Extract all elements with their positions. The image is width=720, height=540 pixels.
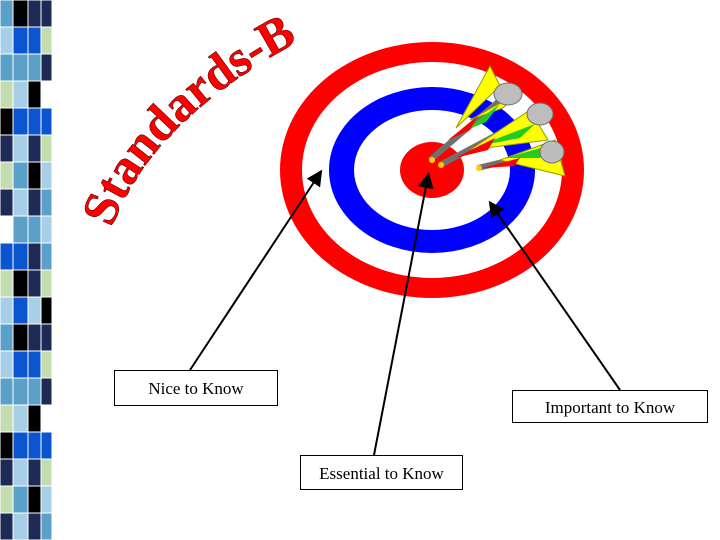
strip-tile — [0, 26, 14, 55]
strip-tile — [40, 242, 53, 271]
strip-tile — [27, 431, 42, 460]
dart-icon — [438, 102, 554, 168]
strip-tile — [0, 377, 14, 406]
strip-tile — [12, 188, 29, 217]
strip-tile — [0, 485, 14, 514]
strip-tile — [40, 458, 53, 487]
strip-tile — [40, 350, 53, 379]
strip-tile — [40, 296, 53, 325]
strip-tile — [12, 323, 29, 352]
strip-tile — [27, 404, 42, 433]
dart-icon — [476, 139, 566, 177]
strip-tile — [40, 269, 53, 298]
strip-tile — [27, 26, 42, 55]
label-essential-to-know: Essential to Know — [300, 455, 463, 490]
strip-tile — [0, 458, 14, 487]
strip-tile — [27, 296, 42, 325]
strip-tile — [27, 107, 42, 136]
strip-tile — [0, 242, 14, 271]
strip-tile — [40, 161, 53, 190]
strip-tile — [27, 458, 42, 487]
strip-tile — [0, 269, 14, 298]
strip-tile — [0, 161, 14, 190]
strip-tile — [40, 485, 53, 514]
strip-tile — [0, 431, 14, 460]
strip-tile — [27, 0, 42, 28]
strip-tile — [27, 377, 42, 406]
strip-tile — [27, 161, 42, 190]
strip-tile — [27, 134, 42, 163]
strip-tile — [12, 350, 29, 379]
arrow-essential-to-know — [373, 172, 434, 456]
strip-tile — [40, 323, 53, 352]
strip-tile — [40, 377, 53, 406]
strip-tile — [12, 26, 29, 55]
strip-tile — [12, 107, 29, 136]
strip-tile — [0, 134, 14, 163]
strip-tile — [40, 80, 53, 109]
strip-tile — [12, 134, 29, 163]
strip-tile — [27, 80, 42, 109]
bullseye-target-icon — [280, 42, 584, 298]
dart-icon — [428, 64, 523, 163]
strip-tile — [27, 269, 42, 298]
decorative-side-strip — [0, 0, 53, 540]
strip-tile — [27, 188, 42, 217]
strip-tile — [40, 107, 53, 136]
strip-tile — [40, 404, 53, 433]
strip-tile — [0, 107, 14, 136]
strip-tile — [40, 188, 53, 217]
strip-tile — [40, 53, 53, 82]
label-important-to-know: Important to Know — [512, 390, 708, 423]
strip-tile — [0, 512, 14, 540]
strip-tile — [12, 458, 29, 487]
strip-tile — [12, 215, 29, 244]
strip-tile — [27, 242, 42, 271]
strip-tile — [40, 512, 53, 540]
strip-tile — [0, 296, 14, 325]
arrow-important-to-know — [488, 200, 621, 391]
strip-tile — [27, 53, 42, 82]
strip-tile — [40, 215, 53, 244]
strip-tile — [27, 512, 42, 540]
label-nice-to-know: Nice to Know — [114, 370, 278, 406]
strip-tile — [27, 485, 42, 514]
strip-tile — [27, 323, 42, 352]
strip-tile — [40, 431, 53, 460]
strip-tile — [0, 323, 14, 352]
strip-tile — [0, 0, 14, 28]
strip-tile — [12, 0, 29, 28]
strip-tile — [12, 53, 29, 82]
strip-tile — [12, 242, 29, 271]
strip-tile — [12, 377, 29, 406]
strip-tile — [0, 404, 14, 433]
strip-tile — [12, 80, 29, 109]
strip-tile — [40, 26, 53, 55]
strip-tile — [12, 404, 29, 433]
strip-tile — [0, 80, 14, 109]
strip-tile — [27, 215, 42, 244]
strip-tile — [0, 215, 14, 244]
strip-tile — [12, 296, 29, 325]
strip-tile — [0, 53, 14, 82]
strip-tile — [40, 0, 53, 28]
strip-tile — [0, 188, 14, 217]
arrow-nice-to-know — [189, 169, 323, 371]
strip-tile — [12, 161, 29, 190]
darts-group — [428, 64, 566, 177]
strip-tile — [0, 350, 14, 379]
strip-tile — [27, 350, 42, 379]
strip-tile — [40, 134, 53, 163]
strip-tile — [12, 269, 29, 298]
strip-tile — [12, 431, 29, 460]
strip-tile — [12, 512, 29, 540]
strip-tile — [12, 485, 29, 514]
